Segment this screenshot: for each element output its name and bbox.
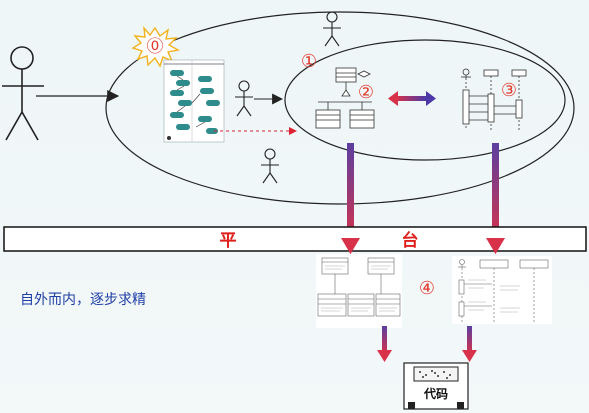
marker-2: ② [358, 82, 374, 103]
platform-char-right: 台 [402, 230, 419, 251]
bottom-actor-figure [261, 148, 279, 184]
detailed-sequence-diagram [452, 256, 552, 324]
marker-1: ① [301, 51, 317, 72]
activity-diagram-thumbnail [163, 59, 225, 143]
marker-3: ③ [501, 80, 517, 101]
down-arrowhead-left [341, 238, 360, 254]
outer-scope-ellipse [105, 11, 575, 205]
code-arrow-right [462, 326, 477, 362]
bidirectional-arrow [388, 91, 436, 106]
inner-scope-ellipse [284, 39, 566, 161]
sequence-diagram-icon [461, 68, 527, 130]
top-actor-figure [323, 11, 341, 47]
code-label: 代码 [423, 386, 448, 401]
platform-char-left: 平 [220, 231, 237, 251]
motto-text: 自外而内，逐步求精 [20, 292, 146, 308]
marker-0: ⓪ [147, 37, 164, 57]
starburst-icon [131, 25, 181, 68]
middle-actor-figure [235, 80, 253, 117]
detailed-class-diagram [316, 254, 402, 328]
code-arrow-left [377, 326, 392, 362]
down-arrowhead-right [486, 238, 505, 254]
marker-4: ④ [419, 278, 435, 299]
external-actor-figure [2, 46, 44, 141]
class-diagram-icon [315, 67, 375, 129]
code-document-icon [403, 362, 469, 410]
